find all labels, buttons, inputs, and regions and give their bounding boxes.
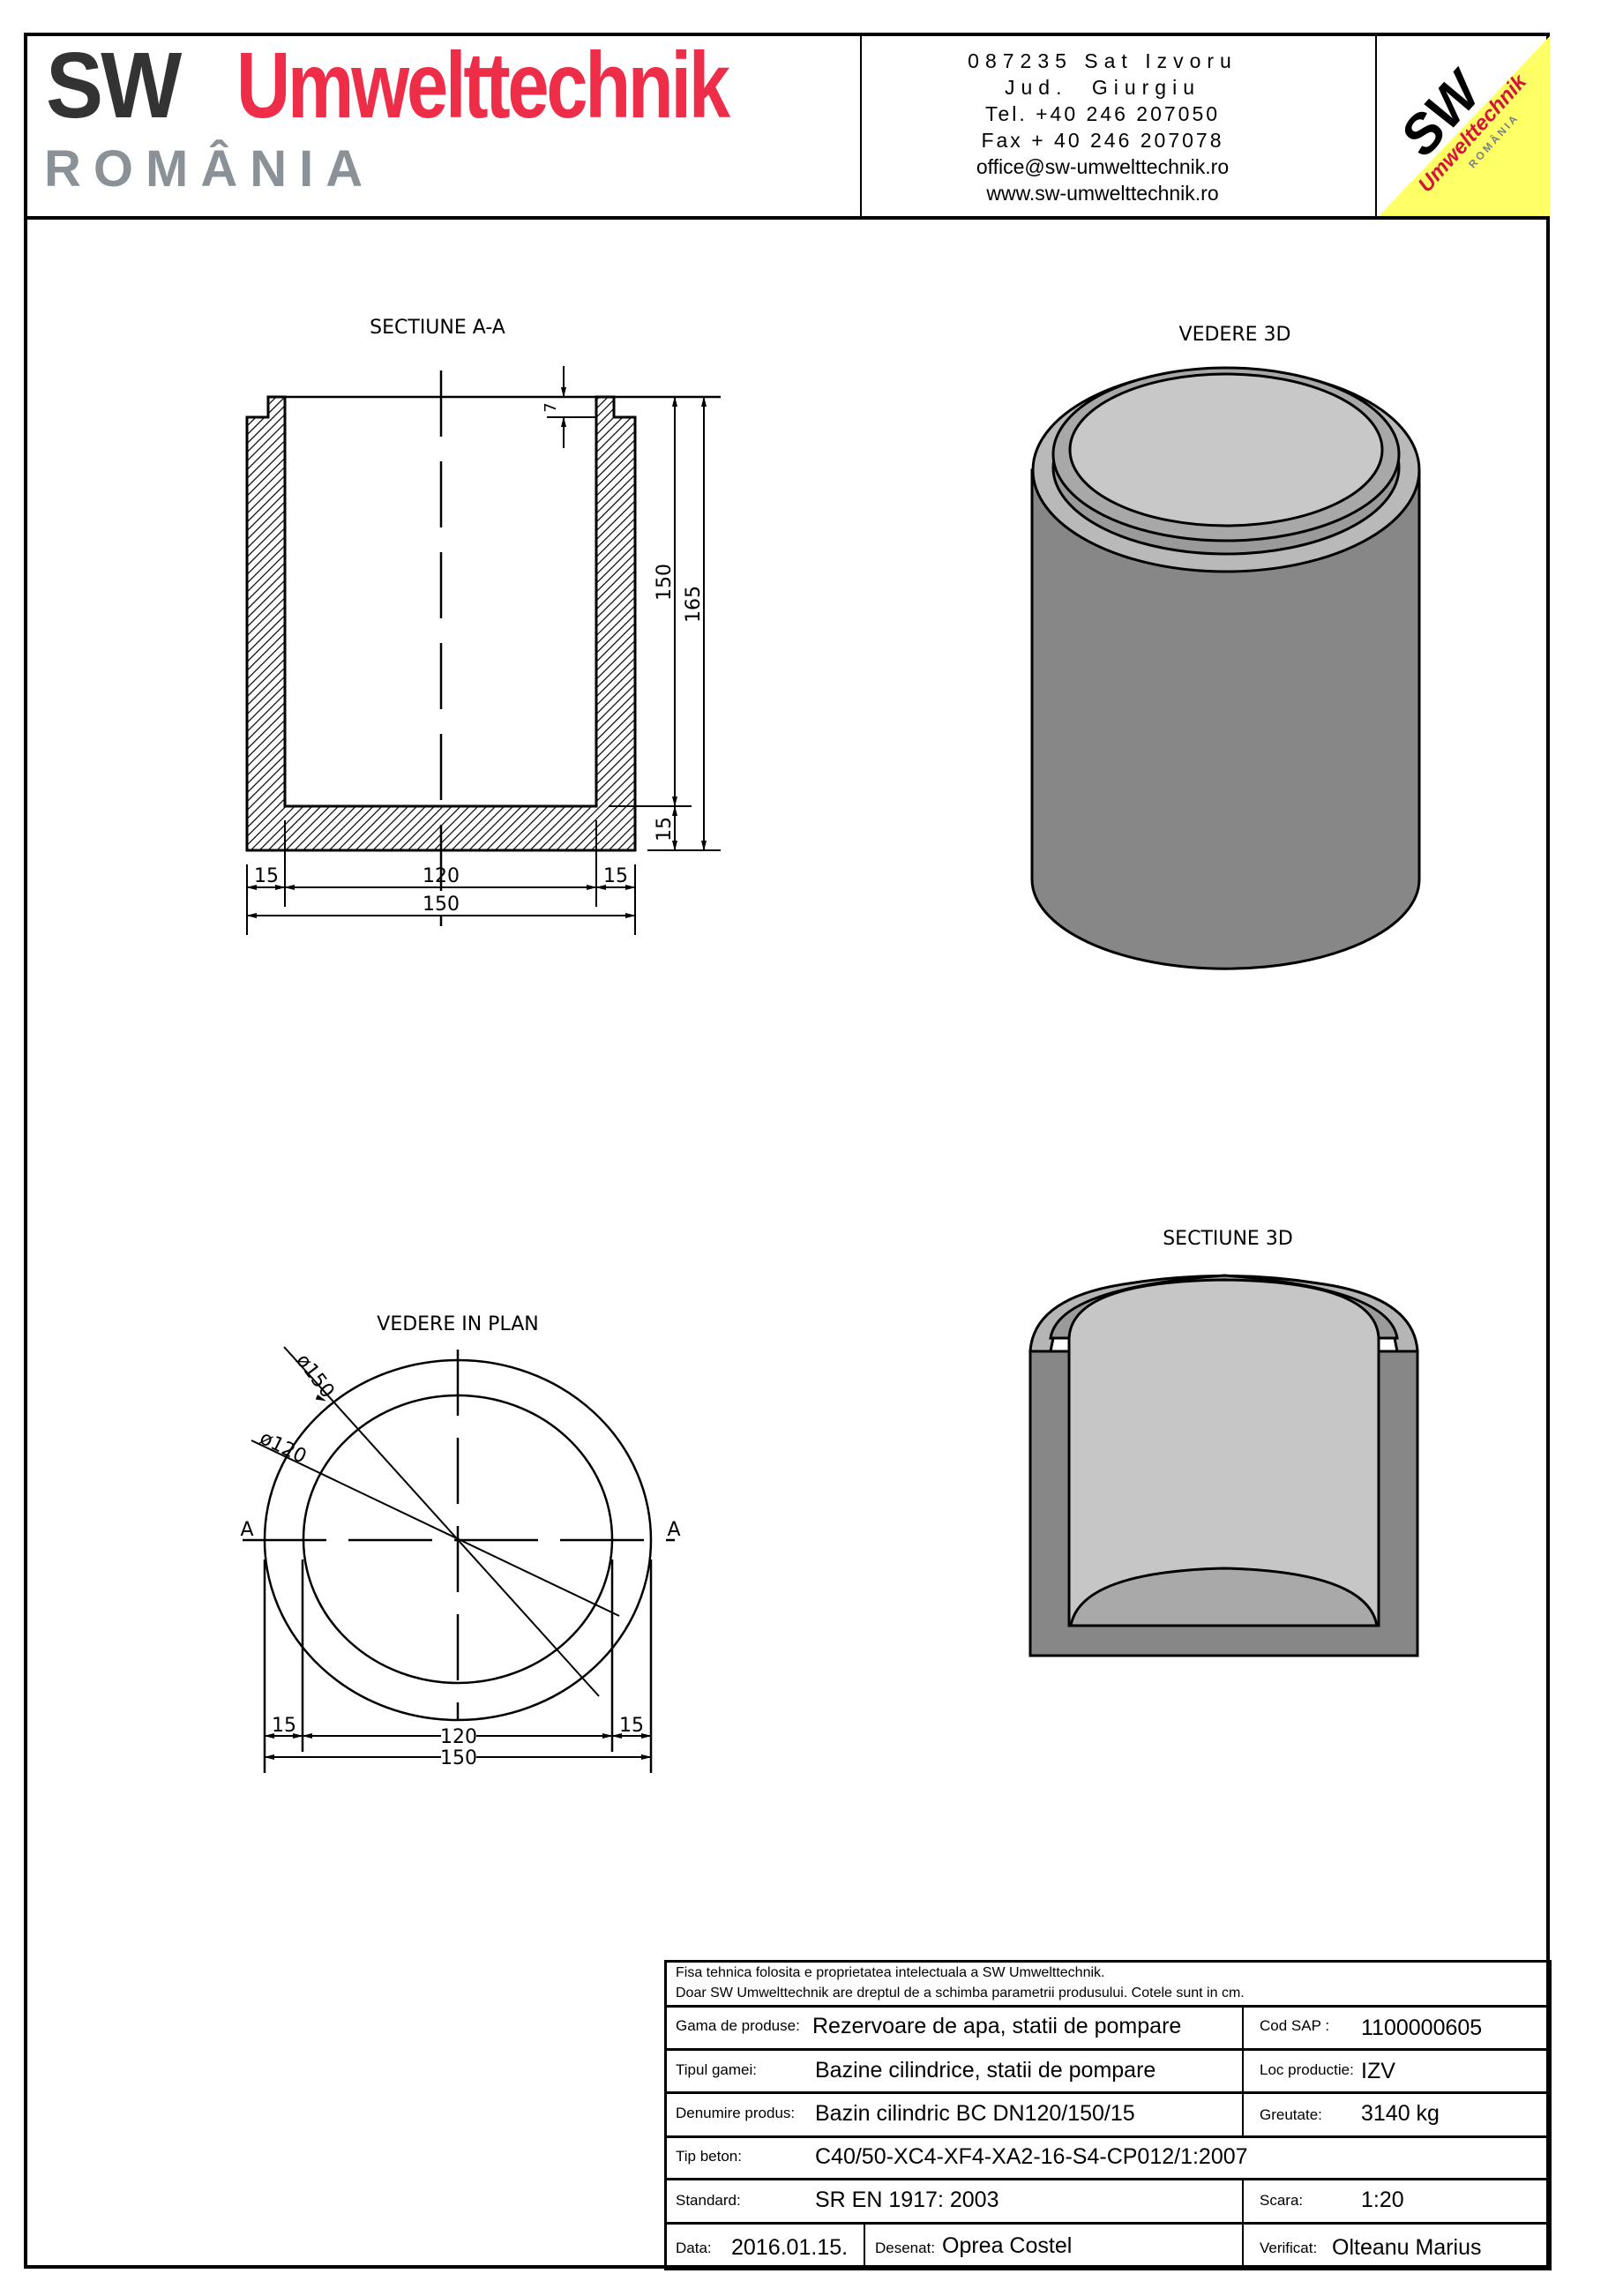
contact-block: 087235 Sat Izvoru Jud. Giurgiu Tel. +40 … <box>882 48 1323 206</box>
plan-dim-outer-width: 150 <box>440 1747 477 1769</box>
dim-wall-right: 15 <box>603 865 628 887</box>
scara-label: Scara: <box>1260 2192 1304 2209</box>
plan-dim-wall-right: 15 <box>619 1715 644 1737</box>
contact-address: 087235 Sat Izvoru <box>968 49 1238 72</box>
section-aa-view <box>245 366 721 935</box>
contact-email[interactable]: office@sw-umwelttechnik.ro <box>976 155 1230 178</box>
plan-view <box>243 1346 675 1773</box>
rights-note: Doar SW Umwelttechnik are dreptul de a s… <box>676 1986 1245 2001</box>
header-divider <box>860 33 862 220</box>
sap-value: 1100000605 <box>1361 2016 1483 2040</box>
denumire-value: Bazin cilindric BC DN120/150/15 <box>815 2101 1135 2126</box>
loc-label: Loc productie: <box>1260 2061 1354 2078</box>
section-marker-right: A <box>667 1519 680 1541</box>
sap-label: Cod SAP : <box>1260 2017 1330 2034</box>
view-3d <box>1030 366 1421 970</box>
beton-value: C40/50-XC4-XF4-XA2-16-S4-CP012/1:2007 <box>815 2144 1248 2169</box>
section-marker-left: A <box>240 1519 253 1541</box>
dim-wall-left: 15 <box>254 865 279 887</box>
section-aa-labels: SECTIUNE A-A 7 150 165 15 15 120 15 150 <box>254 317 705 916</box>
plan-title: VEDERE IN PLAN <box>377 1313 538 1335</box>
title-block: Fisa tehnica folosita e proprietatea int… <box>664 1960 1552 2270</box>
dim-floor: 15 <box>654 817 676 841</box>
denumire-label: Denumire produs: <box>676 2105 796 2121</box>
company-logo: SW Umwelttechnik ROMÂNIA <box>1379 36 1550 216</box>
brand-sw: SW <box>46 34 182 138</box>
verificat-label: Verificat: <box>1260 2240 1318 2256</box>
plan-dim-wall-left: 15 <box>272 1715 296 1737</box>
dim-inner-height: 150 <box>654 564 676 601</box>
data-label: Data: <box>676 2240 712 2256</box>
plan-dim-inner-width: 120 <box>440 1726 477 1748</box>
greutate-label: Greutate: <box>1260 2106 1322 2123</box>
tip-value: Bazine cilindrice, statii de pompare <box>815 2058 1156 2083</box>
dim-outer-diameter: ø150 <box>291 1350 338 1402</box>
gama-label: Gama de produse: <box>676 2017 800 2034</box>
section-aa-title: SECTIUNE A-A <box>370 317 505 339</box>
contact-tel: Tel. +40 246 207050 <box>984 102 1221 125</box>
contact-county: Jud. Giurgiu <box>1004 76 1200 99</box>
section-3d-view <box>1028 1274 1419 1657</box>
standard-value: SR EN 1917: 2003 <box>815 2188 999 2212</box>
brand-name: Umwelttechnik <box>236 34 730 138</box>
brand-country: ROMÂNIA <box>44 140 376 198</box>
desenat-value: Oprea Costel <box>942 2233 1073 2258</box>
ownership-note: Fisa tehnica folosita e proprietatea int… <box>676 1965 1105 1980</box>
scara-value: 1:20 <box>1361 2188 1404 2212</box>
data-value: 2016.01.15. <box>731 2235 849 2260</box>
tip-label: Tipul gamei: <box>676 2061 757 2078</box>
dim-rim: 7 <box>542 402 560 412</box>
dim-total-height: 165 <box>683 586 705 623</box>
dim-outer-width: 150 <box>423 894 460 916</box>
standard-label: Standard: <box>676 2192 741 2209</box>
gama-value: Rezervoare de apa, statii de pompare <box>812 2014 1182 2038</box>
loc-value: IZV <box>1361 2059 1395 2083</box>
beton-label: Tip beton: <box>676 2148 742 2165</box>
contact-web[interactable]: www.sw-umwelttechnik.ro <box>986 182 1219 205</box>
desenat-label: Desenat: <box>875 2240 936 2256</box>
greutate-value: 3140 kg <box>1361 2101 1440 2126</box>
section-3d-title: SECTIUNE 3D <box>1163 1228 1293 1250</box>
contact-fax: Fax + 40 246 207078 <box>981 129 1224 152</box>
view-3d-title: VEDERE 3D <box>1179 324 1291 346</box>
dim-inner-width: 120 <box>423 865 460 887</box>
verificat-value: Olteanu Marius <box>1332 2235 1482 2260</box>
header <box>24 33 1550 220</box>
header-divider <box>1375 33 1377 220</box>
